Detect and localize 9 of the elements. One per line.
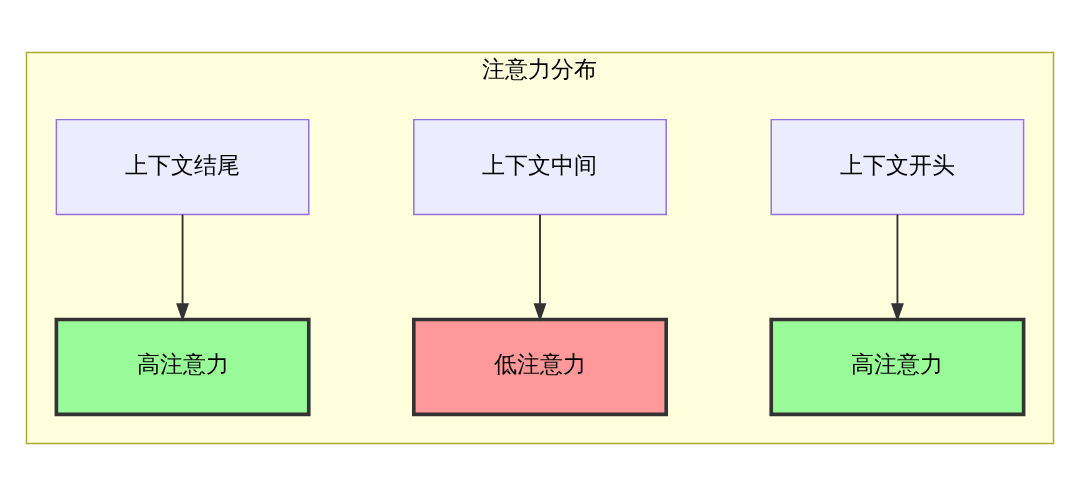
node-box: 高注意力: [769, 317, 1026, 417]
node-box: 上下文开头: [770, 118, 1025, 216]
arrow: [891, 213, 904, 322]
node-box: 高注意力: [54, 317, 311, 417]
node-box: 上下文结尾: [55, 118, 310, 216]
arrow: [533, 213, 547, 322]
node-box: 低注意力: [411, 317, 669, 417]
arrow: [176, 213, 189, 322]
node-box: 上下文中间: [413, 118, 667, 216]
